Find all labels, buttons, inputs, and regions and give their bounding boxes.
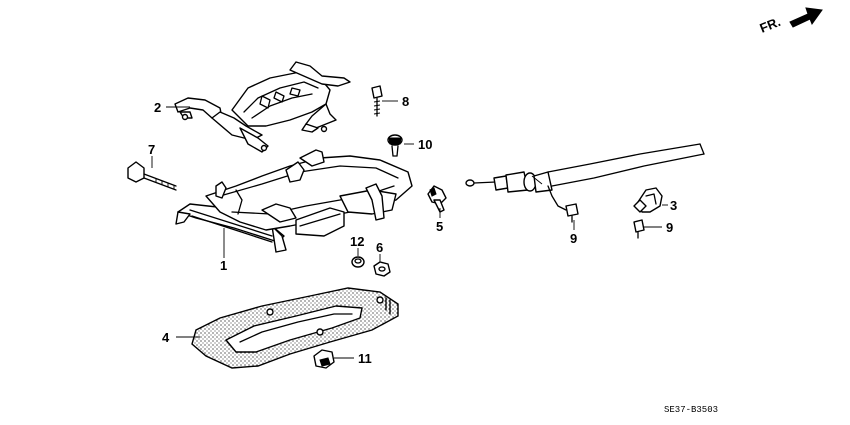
callout-5: 5 — [436, 219, 443, 234]
part-7-long-bolt — [127, 161, 177, 191]
callout-11: 11 — [358, 351, 372, 366]
part-6-nut — [373, 261, 391, 277]
callout-10: 10 — [418, 137, 432, 152]
part-2-upper-bracket — [174, 61, 351, 153]
front-direction-indicator: FR. — [758, 7, 823, 36]
front-arrow-icon — [789, 7, 823, 28]
part-9-bolt-right — [633, 219, 645, 239]
part-5-clip — [427, 185, 447, 213]
part-11-clip-nut — [313, 349, 335, 369]
leader-lines — [151, 100, 668, 359]
part-12-nut — [351, 256, 365, 268]
callout-9-center: 9 — [570, 231, 577, 246]
part-8-bolt — [371, 85, 383, 117]
callout-4: 4 — [162, 330, 170, 345]
callout-2: 2 — [154, 100, 161, 115]
part-4-gasket — [191, 287, 399, 369]
drawing-code: SE37-B3503 — [664, 405, 718, 415]
callout-9-right: 9 — [666, 220, 673, 235]
callout-8: 8 — [402, 94, 409, 109]
callout-7: 7 — [148, 142, 155, 157]
front-direction-label: FR. — [758, 14, 783, 36]
callout-6: 6 — [376, 240, 383, 255]
callout-12: 12 — [350, 234, 364, 249]
callout-3: 3 — [670, 198, 677, 213]
part-1-lever-base — [175, 149, 413, 253]
shift-cable — [465, 143, 705, 211]
part-10-grommet — [387, 134, 403, 157]
callout-1: 1 — [220, 258, 227, 273]
callout-labels: 1 2 3 4 5 6 7 8 9 9 10 11 12 — [148, 94, 677, 366]
part-3-cable-bracket — [633, 187, 663, 213]
part-9-bolt-center — [565, 203, 579, 223]
